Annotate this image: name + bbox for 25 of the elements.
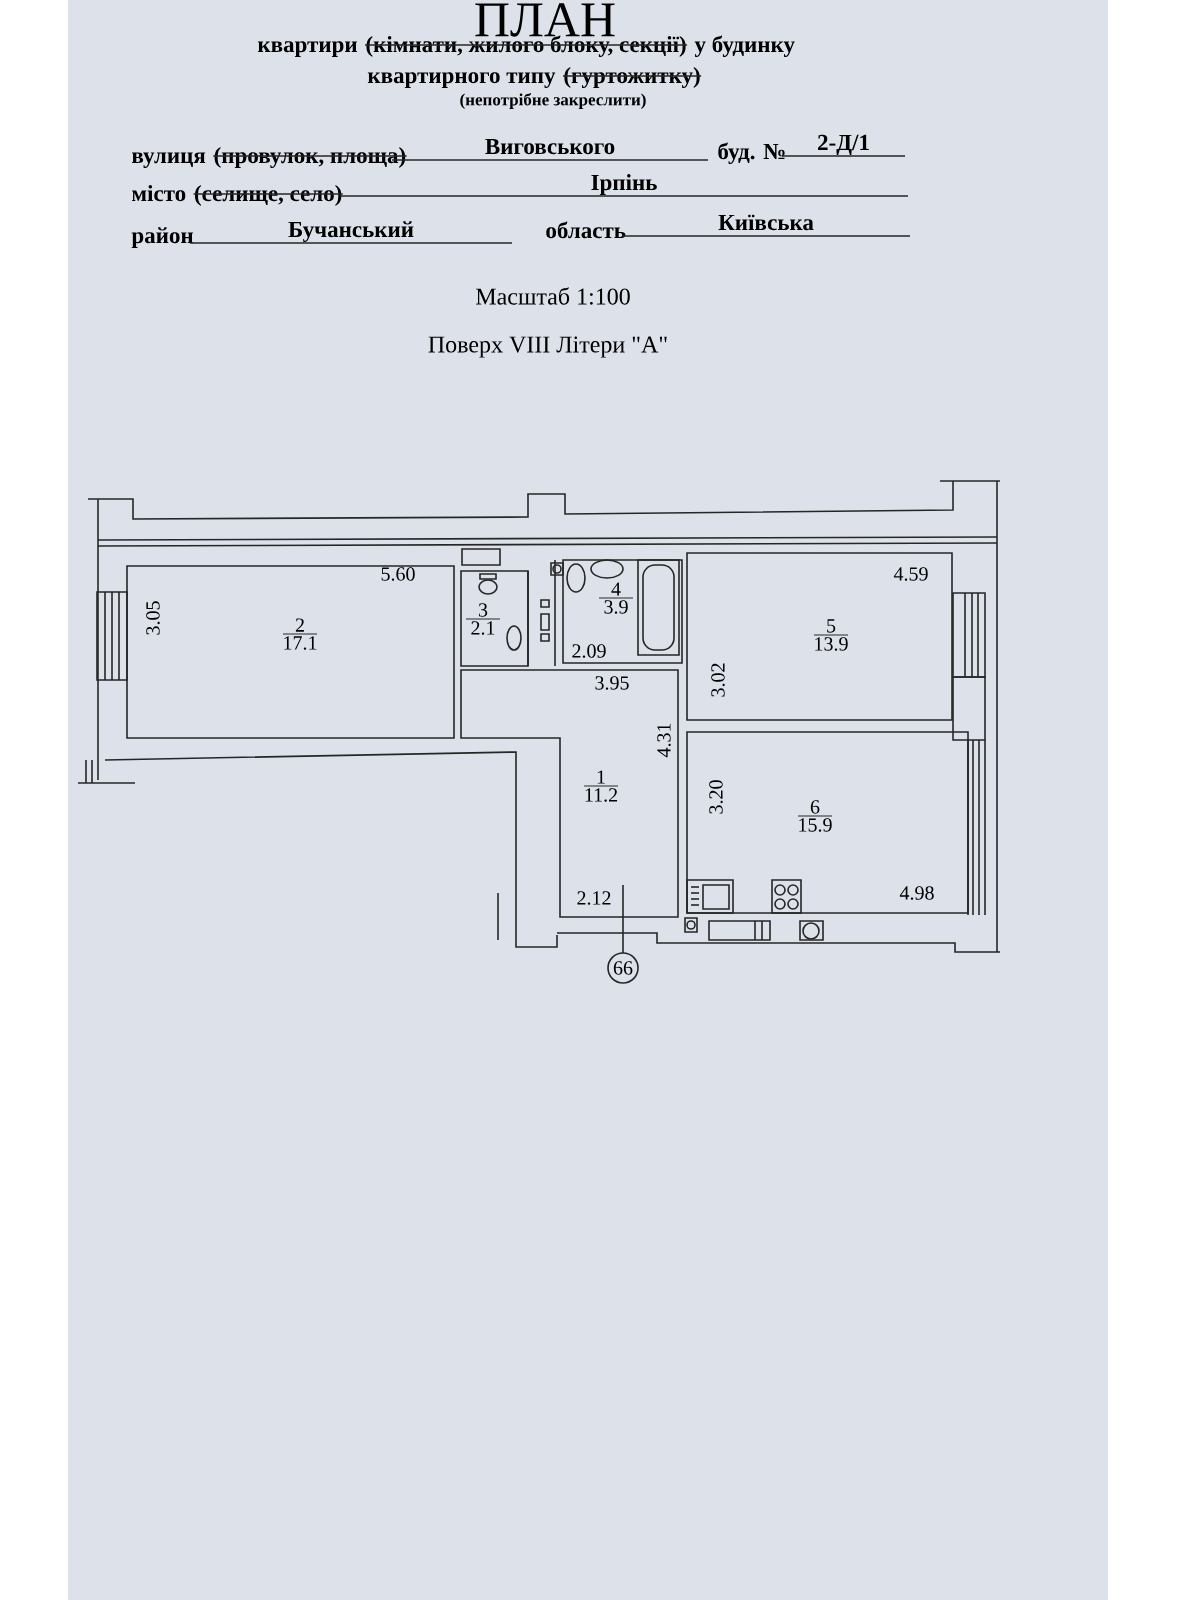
form-label: місто xyxy=(132,185,186,202)
dimension-label: 2.09 xyxy=(572,644,606,658)
dimension-label: 3.02 xyxy=(711,663,725,697)
area-fraction: 4 3.9 xyxy=(598,582,634,614)
dimension-label: 4.98 xyxy=(899,886,934,900)
area-fraction: 1 11.2 xyxy=(583,770,619,802)
form-label: квартирного типу xyxy=(367,72,556,88)
dimension-label: 3.95 xyxy=(595,676,629,690)
dimension-label: 3.20 xyxy=(709,780,723,814)
dimension-label: 4.31 xyxy=(657,723,671,758)
form-label: вулиця xyxy=(132,152,206,168)
dimension-label: 4.59 xyxy=(893,567,928,581)
heading-line: Поверх VIII Літери "A" xyxy=(428,336,667,358)
form-label: квартири xyxy=(257,41,358,57)
form-label: у будинку xyxy=(694,35,795,57)
area-fraction: 3 2.1 xyxy=(465,603,501,635)
title: ПЛАН xyxy=(475,3,615,37)
area-fraction: 2 17.1 xyxy=(282,618,318,650)
heading-line: Масштаб 1:100 xyxy=(476,287,630,305)
dimension-label: 3.05 xyxy=(146,601,160,635)
heading-line: (непотрібне закреслити) xyxy=(460,93,646,109)
dimension-label: 2.12 xyxy=(577,891,611,905)
area-fraction: 5 13.9 xyxy=(813,619,849,651)
area-fraction: 6 15.9 xyxy=(797,800,833,832)
dimension-label: 5.60 xyxy=(381,567,415,581)
